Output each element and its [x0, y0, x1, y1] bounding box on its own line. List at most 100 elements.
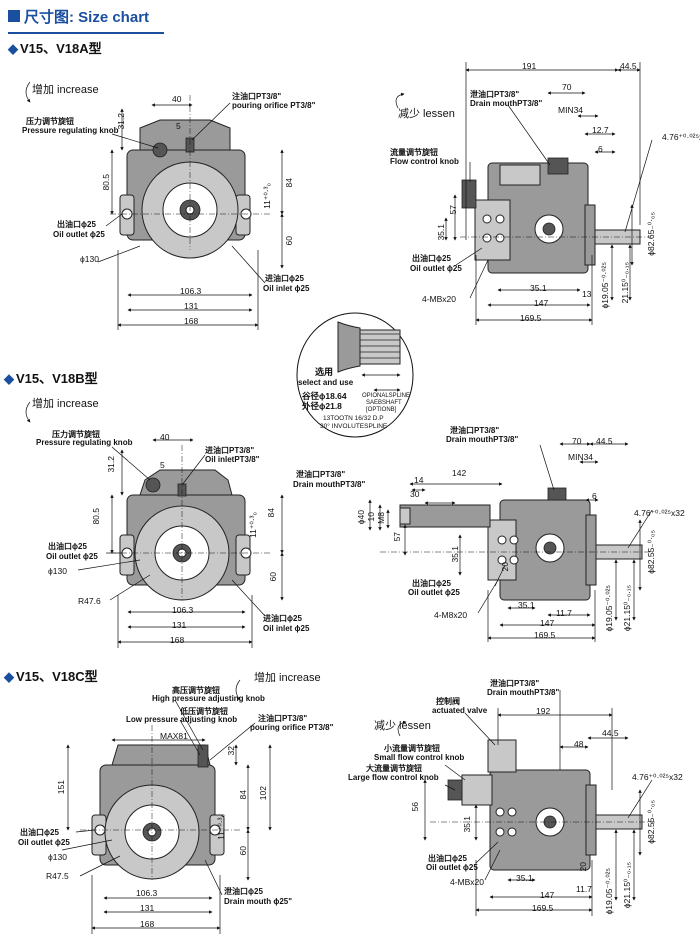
a-dim-21-15: 21.15⁰₋₀.₁₅: [620, 262, 630, 304]
c-dim-35-1: 35.1: [516, 873, 533, 883]
a-orifice-en: pouring orifice PT3/8": [232, 101, 316, 110]
c-dim-35-1v: 35.1: [462, 816, 472, 833]
c-lp-knob-cn: 低压调节旋钮: [180, 707, 228, 716]
b-inlet-en: Oil inlet ϕ25: [263, 624, 310, 633]
a-dim-191: 191: [522, 61, 537, 71]
a-flow-cn: 流量调节旋钮: [390, 148, 438, 157]
c-r47-5: R47.5: [46, 871, 69, 881]
a-dim-35-1v: 35.1: [436, 224, 446, 241]
c-dim-106-3: 106.3: [136, 888, 158, 898]
a-side-view: [395, 62, 653, 325]
b-dim-11-7: 11.7: [556, 608, 572, 618]
diamond-bullet-icon: ◆: [4, 669, 14, 684]
a-outlet-en: Oil outlet ϕ25: [53, 230, 105, 239]
b-outlet-cn: 出油口ϕ25: [48, 542, 87, 551]
c-dim-147: 147: [540, 890, 555, 900]
a-increase-label: 增加 increase: [32, 84, 99, 96]
c-dim-11: 11⁺⁰·³₀: [216, 814, 226, 840]
spline-root: 谷径ϕ18.64: [302, 391, 347, 401]
a-flow-en: Flow control knob: [390, 157, 459, 166]
b-dim-40-phi: ϕ40: [356, 510, 366, 525]
b-dim-147: 147: [540, 618, 555, 628]
c-small-knob-cn: 小流量调节旋钮: [384, 744, 440, 753]
b-dim-31-2: 31.2: [106, 456, 116, 473]
spline-spec2: 30° INVOLUTESPLINE: [320, 423, 388, 430]
b-dim-142: 142: [452, 468, 467, 478]
b-dim-10: 10: [366, 512, 376, 522]
a-dim-4mb: 4-MBx20: [422, 294, 457, 304]
c-dim-56: 56: [410, 802, 420, 812]
a-dim-5: 5: [176, 121, 181, 131]
b-dim-21-15: ϕ21.15⁰₋₀.₁₅: [622, 585, 632, 632]
a-dim-60: 60: [284, 236, 294, 246]
section-b-title: ◆V15、V18B型: [4, 371, 98, 386]
c-dim-19-05: ϕ19.05⁻⁰·⁰²⁵: [604, 868, 614, 915]
b-inlet-cn: 进油口ϕ25: [263, 614, 302, 623]
section-c-title: ◆V15、V18C型: [4, 669, 98, 684]
c-lessen-label: 减少 lessen: [374, 720, 431, 732]
b-dim-60: 60: [268, 572, 278, 582]
c-increase-label: 增加 increase: [254, 672, 321, 684]
b-drain2-cn: 泄油口PT3/8": [296, 470, 346, 479]
c-large-knob-en: Large flow control knob: [348, 773, 439, 782]
c-dim-32: 32: [226, 746, 236, 756]
a-dim-80-5: 80.5: [101, 174, 111, 191]
b-pressure-knob-cn: 压力调节旋钮: [52, 430, 100, 439]
page-title: 尺寸图: Size chart: [24, 9, 150, 26]
b-outlet-en: Oil outlet ϕ25: [46, 552, 98, 561]
spline-callout: [296, 312, 414, 438]
b-m8: M8: [376, 512, 386, 524]
a-side-outlet-en: Oil outlet ϕ25: [410, 264, 462, 273]
b-dim-80-5: 80.5: [91, 508, 101, 525]
a-dim-44-5: 44.5: [620, 61, 637, 71]
b-increase-label: 增加 increase: [32, 398, 99, 410]
c-front-view: [61, 679, 272, 934]
b-dim-131: 131: [172, 620, 187, 630]
b-dim-70: 70: [572, 436, 582, 446]
c-dim-48: 48: [574, 739, 584, 749]
b-dim-30: 30: [410, 489, 420, 499]
c-outlet-cn: 出油口ϕ25: [20, 828, 59, 837]
b-dim-19-05: ϕ19.05⁻⁰·⁰²⁵: [604, 585, 614, 632]
a-side-outlet-cn: 出油口ϕ25: [412, 254, 451, 263]
b-inlet2-en: Oil inletPT3/8": [205, 455, 260, 464]
b-dim-40: 40: [160, 432, 170, 442]
a-dim-131: 131: [184, 301, 199, 311]
b-dim-4m8: 4-M8x20: [434, 610, 468, 620]
a-pressure-knob-cn: 压力调节旋钮: [26, 117, 74, 126]
c-lp-knob-en: Low pressure adjusting knob: [126, 715, 238, 724]
b-dim-169-5: 169.5: [534, 630, 556, 640]
c-drain-side-en: Drain mouthPT3/8": [487, 688, 560, 697]
c-side-outlet-en: Oil outlet ϕ25: [426, 863, 478, 872]
b-dim-11: 11⁺⁰·³₀: [248, 512, 258, 538]
c-valve-cn: 控制阀: [436, 697, 460, 706]
c-dim-20: 20: [578, 862, 588, 872]
a-orifice-cn: 注油口PT3/8": [232, 92, 282, 101]
a-dim-106-3: 106.3: [180, 286, 202, 296]
c-drain-en: Drain mouth ϕ25": [224, 897, 293, 906]
a-dim-12-7: 12.7: [592, 125, 609, 135]
a-dim-169-5: 169.5: [520, 313, 542, 323]
a-key: 4.76⁺⁰·⁰²⁵x32: [662, 132, 700, 142]
c-dim-21-15: ϕ21.15⁰₋₀.₁₅: [622, 862, 632, 909]
a-phi130: ϕ130: [80, 254, 99, 264]
c-outlet-en: Oil outlet ϕ25: [18, 838, 70, 847]
b-key: 4.76⁺⁰·⁰²⁵x32: [634, 508, 685, 518]
c-large-knob-cn: 大流量调节旋钮: [366, 764, 422, 773]
a-dim-57: 57: [448, 205, 458, 215]
a-dim-6: 6: [598, 144, 603, 154]
section-a-title: ◆V15、V18A型: [8, 41, 102, 56]
spline-note1: OPIONALSPLINE: [362, 393, 411, 399]
b-side-view: [368, 442, 655, 642]
b-dim-20: 20: [500, 562, 510, 572]
a-dim-40: 40: [172, 94, 182, 104]
c-orifice-en: pouring orifice PT3/8": [250, 723, 334, 732]
c-hp-knob-cn: 高压调节旋钮: [172, 686, 220, 695]
b-front-view: [25, 401, 284, 648]
c-dim-102: 102: [258, 786, 268, 801]
a-min34: MIN34: [558, 105, 584, 115]
b-dim-168: 168: [170, 635, 185, 645]
c-dim-84: 84: [238, 790, 248, 800]
size-chart-header: 尺寸图: Size chart: [8, 4, 164, 34]
